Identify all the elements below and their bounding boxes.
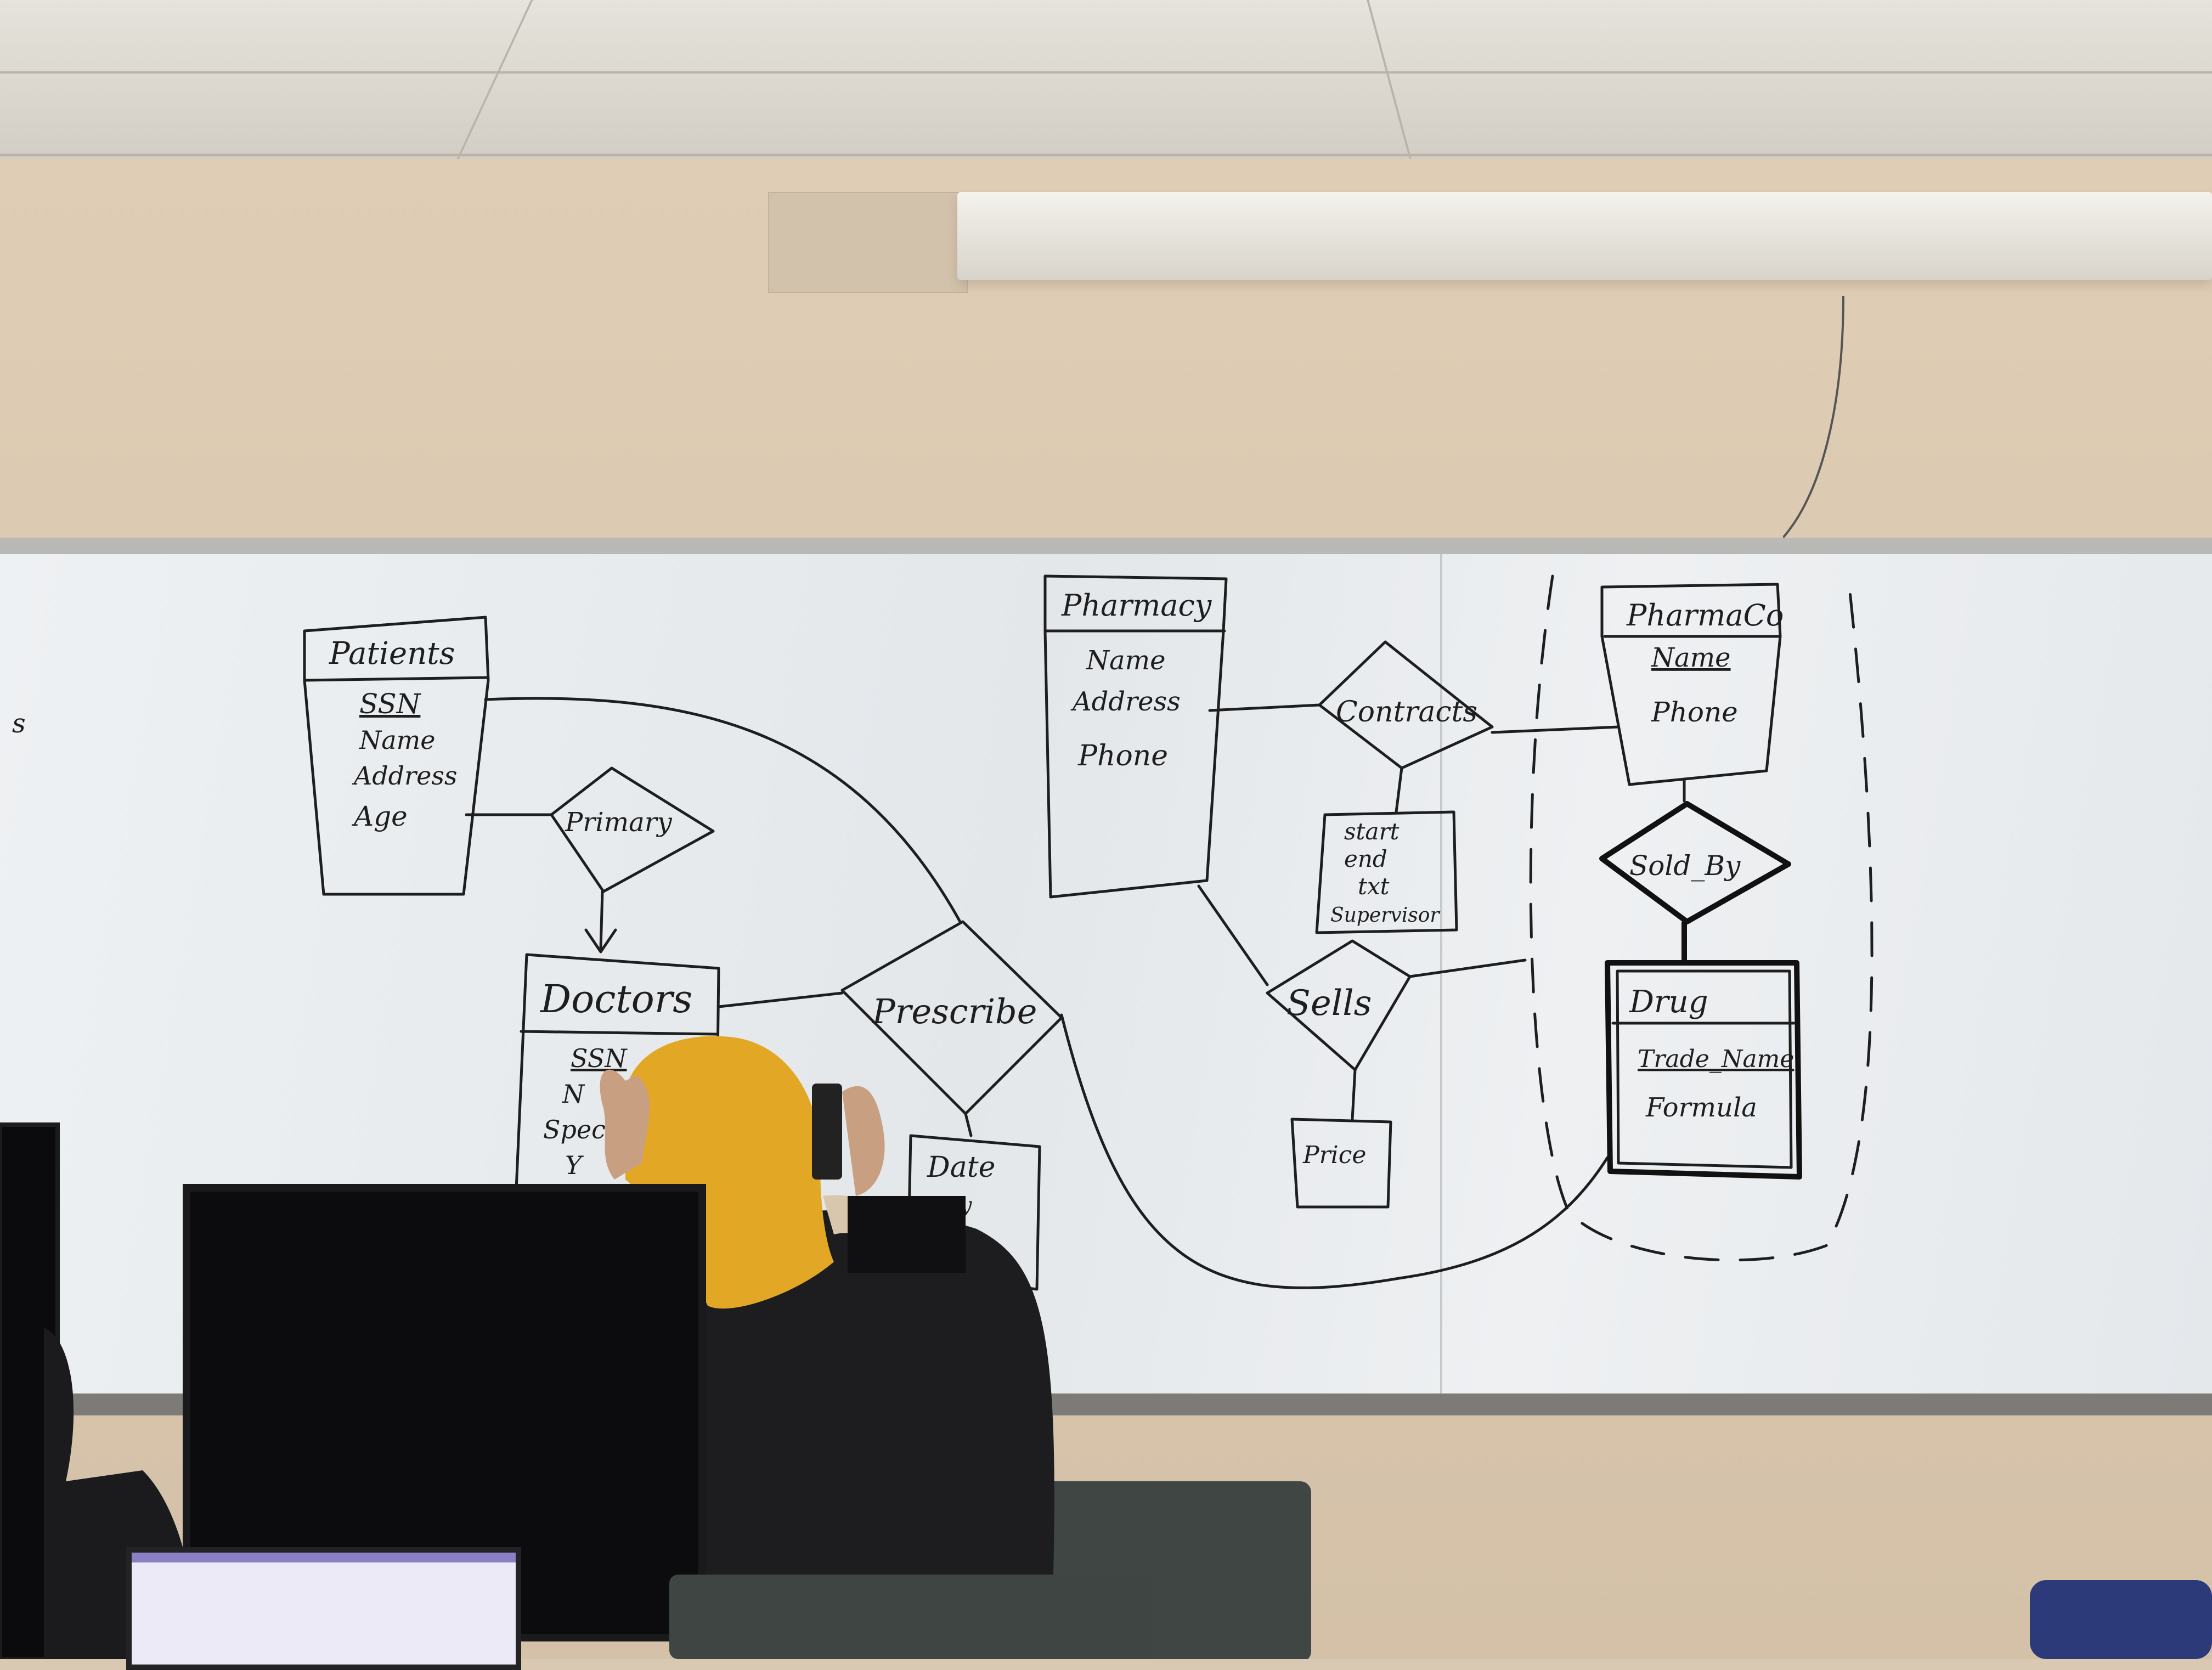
pharmaco-title: PharmaCo [1626, 598, 1784, 633]
relationship-primary: Primary [465, 766, 715, 954]
sold-by-label: Sold_By [1629, 850, 1741, 882]
patients-title: Patients [329, 636, 455, 672]
doctors-attr-ssn: SSN [571, 1043, 628, 1073]
pharmacy-title: Pharmacy [1061, 588, 1212, 623]
relationship-sold-by: Sold_By [1599, 801, 1791, 960]
sells-attr-price: Price [1302, 1141, 1366, 1169]
pharmacy-attr-name: Name [1086, 645, 1166, 676]
entity-patients: Patients SSN Name Address Age [303, 616, 490, 896]
prescribe-label: Prescribe [872, 991, 1037, 1031]
entity-drug: Drug Trade_Name Formula [1605, 960, 1802, 1180]
light-fixture [957, 192, 2212, 280]
contracts-attr-end: end [1344, 845, 1387, 872]
doctors-attr-spec: Spec [543, 1115, 606, 1144]
entity-pharmacy: Pharmacy Name Address Phone [1043, 574, 1228, 899]
aggregation-boundary [1529, 574, 1874, 1262]
contracts-label: Contracts [1336, 696, 1477, 729]
contracts-attr-start: start [1344, 818, 1400, 845]
pharmaco-attr-name: Name [1651, 642, 1731, 673]
sells-label: Sells [1286, 983, 1372, 1024]
entity-doctors: Doctors SSN N Spec Y [514, 953, 720, 1203]
drug-title: Drug [1629, 984, 1708, 1020]
primary-label: Primary [565, 807, 673, 838]
patients-attr-address: Address [352, 761, 458, 791]
doctors-title: Doctors [539, 977, 692, 1022]
entity-pharmaco: PharmaCo Name Phone [1600, 583, 1784, 803]
relationship-contracts: Contracts start end txt Supervisor [1208, 640, 1620, 934]
doctors-attr-name: N [562, 1079, 585, 1109]
pharmacy-attr-address: Address [1070, 686, 1181, 717]
board-seam [1440, 554, 1442, 1393]
contracts-attr-txt: txt [1358, 873, 1390, 900]
pharmacy-attr-phone: Phone [1077, 740, 1168, 772]
patients-attr-age: Age [352, 800, 408, 832]
ceiling [0, 0, 2212, 159]
drug-attr-trade-name: Trade_Name [1638, 1045, 1794, 1073]
contracts-attr-supervisor: Supervisor [1330, 904, 1440, 927]
margin-mark: s [12, 708, 26, 739]
doctors-attr-y: Y [565, 1150, 584, 1180]
light-mount [768, 192, 968, 293]
prescribe-attr-qty: Qty [933, 1193, 973, 1218]
er-diagram: s Patients SSN Name Address Age Primary … [12, 574, 1874, 1291]
laptop-screen [126, 1547, 521, 1670]
prescribe-attr-date: Date [927, 1151, 995, 1184]
power-cord [1783, 296, 1844, 539]
drug-attr-formula: Formula [1645, 1092, 1757, 1123]
patients-attr-name: Name [359, 725, 436, 755]
relationship-sells: Sells Price [1197, 884, 1527, 1209]
patients-attr-ssn: SSN [359, 688, 422, 720]
pharmaco-attr-phone: Phone [1651, 696, 1738, 728]
marker-tray [0, 1393, 2212, 1415]
relationship-prescribe: Prescribe Date Qty [484, 697, 1609, 1291]
